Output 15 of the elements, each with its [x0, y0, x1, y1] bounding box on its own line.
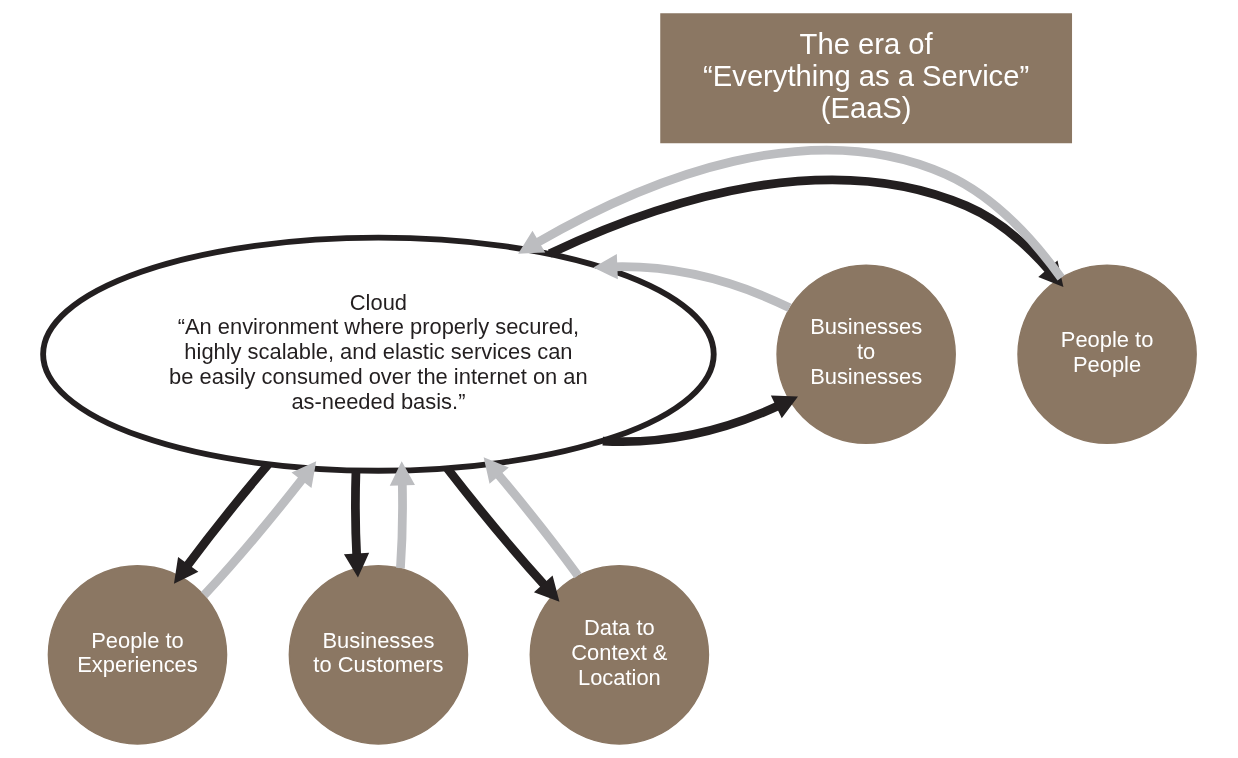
- arrow: [200, 461, 316, 599]
- arrow: [592, 254, 791, 312]
- node-ellipse: Cloud “An environment where properly secured, highly scalable, and elastic services can be easily consumed over the internet on an as-needed basis.”: [39, 234, 717, 474]
- arrow: [517, 146, 1065, 281]
- node-circle: Businesses to Businesses: [775, 264, 956, 444]
- arrow: [602, 395, 798, 447]
- node-circle: Data to Context & Location: [529, 565, 709, 745]
- node-circle: People to Experiences: [47, 565, 227, 745]
- node-box: The era of “Everything as a Service” (EaaS): [659, 13, 1072, 144]
- arrow: [389, 461, 415, 569]
- arrow: [547, 175, 1063, 288]
- arrow: [343, 470, 369, 578]
- arrow: [483, 457, 581, 579]
- node-circle: People to People: [1016, 264, 1197, 444]
- node-circle: Businesses to Customers: [288, 565, 468, 745]
